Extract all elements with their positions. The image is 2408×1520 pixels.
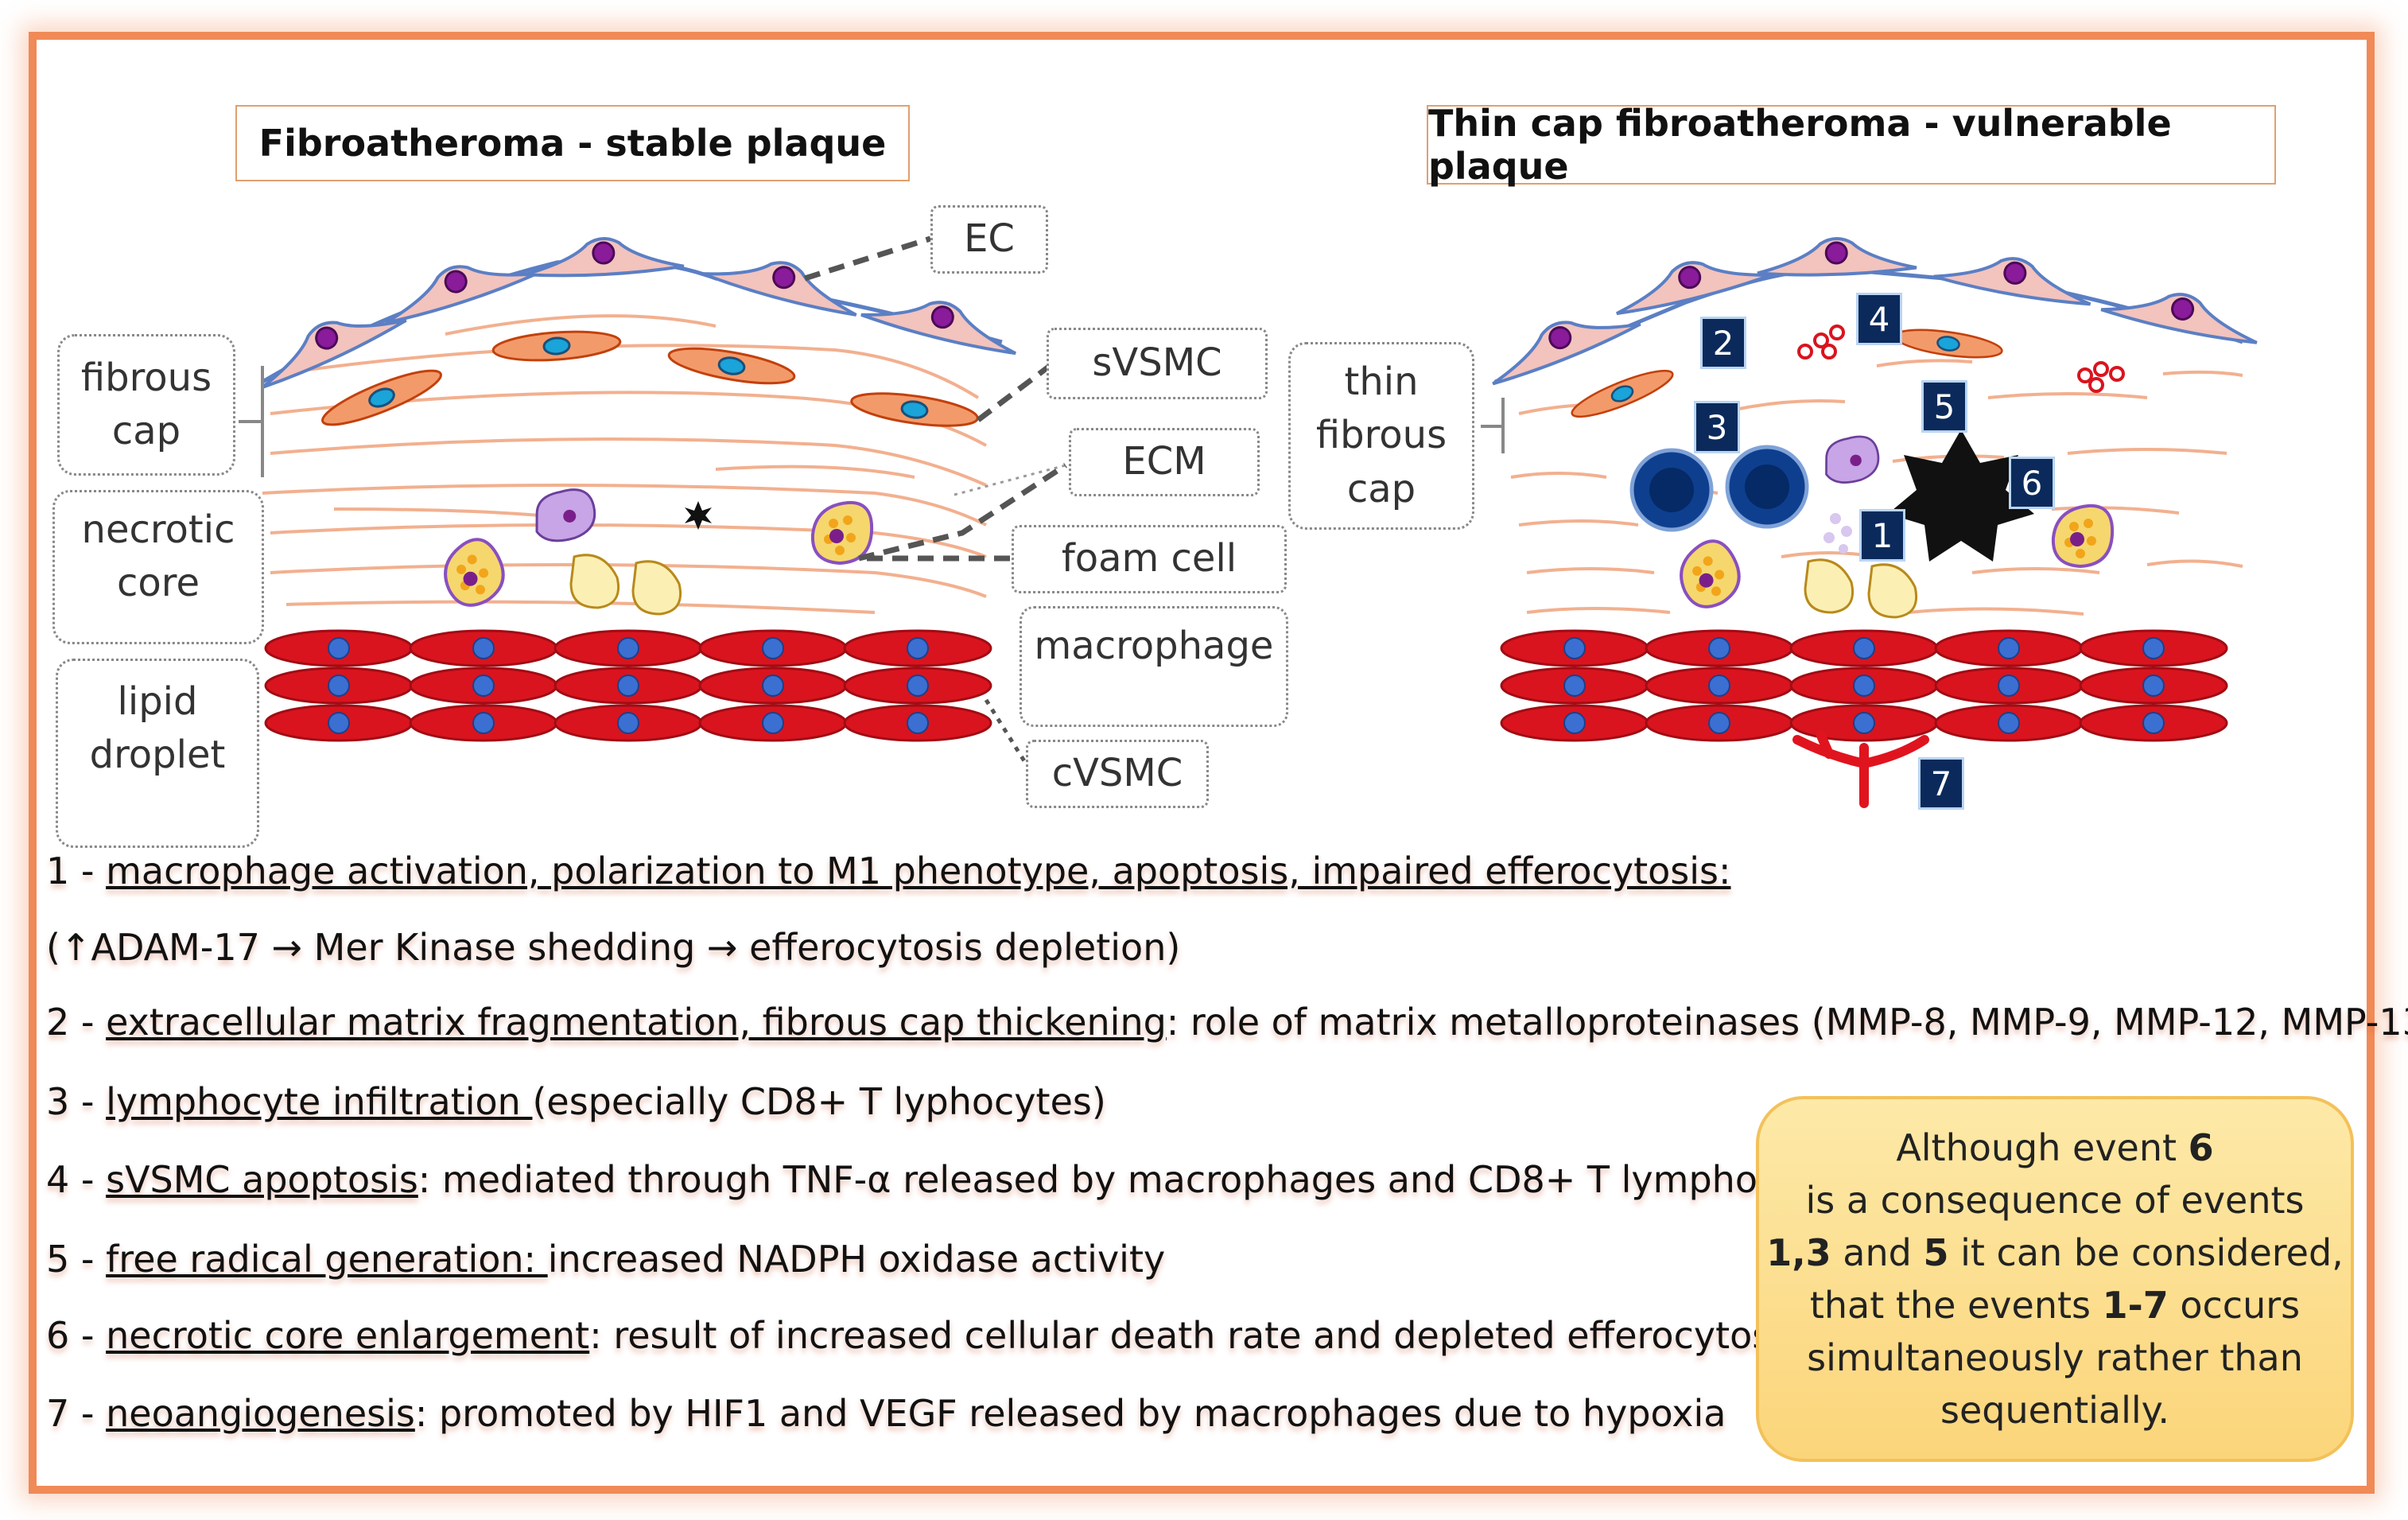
note-box: Although event 6 is a consequence of eve… [1756, 1096, 2354, 1462]
apoptotic-bodies [1797, 325, 2125, 393]
ecm-label: ECM [1069, 428, 1260, 496]
event-badge-3: 3 [1694, 401, 1740, 453]
note-line-6: sequentially. [1940, 1389, 2169, 1432]
vulnerable-plaque-illustration [1479, 236, 2266, 808]
media-cvsmc-left [264, 629, 992, 742]
stable-plaque-illustration [130, 235, 1174, 838]
foam-cell-label: foam cell [1012, 525, 1287, 593]
lipid-droplet-label: lipid droplet [56, 659, 259, 848]
macrophage-label: macrophage [1020, 606, 1288, 727]
ecm-fibres [262, 314, 987, 614]
media-cvsmc-right [1500, 629, 2228, 742]
event-badge-4: 4 [1856, 293, 1902, 345]
event-badge-1: 1 [1859, 509, 1905, 562]
vulnerable-plaque-title: Thin cap fibroatheroma - vulnerable plaq… [1427, 102, 2276, 188]
thin-fibrous-cap-label: thin fibrous cap [1288, 342, 1474, 530]
legend-line-7: 7 - neoangiogenesis: promoted by HIF1 an… [46, 1392, 1726, 1435]
note-line-4: that the events 1-7 occurs [1809, 1284, 2301, 1327]
legend-line-3: 3 - lymphocyte infiltration (especially … [46, 1080, 1106, 1123]
fibrous-cap-label: fibrous cap [57, 334, 235, 476]
stable-plaque-title: Fibroatheroma - stable plaque [235, 105, 910, 181]
legend-line-1b: (↑ADAM-17 → Mer Kinase shedding → effero… [46, 926, 1181, 969]
note-line-5: simultaneously rather than [1807, 1336, 2303, 1379]
necrotic-core-star [1888, 430, 2034, 562]
event-badge-6: 6 [2009, 457, 2055, 509]
event-badge-5: 5 [1921, 380, 1967, 433]
event-badge-2: 2 [1700, 317, 1746, 369]
note-line-3: 1,3 and 5 it can be considered, [1766, 1231, 2344, 1274]
note-line-2: is a consequence of events [1805, 1179, 2305, 1222]
ec-label: EC [930, 205, 1048, 274]
legend-line-6: 6 - necrotic core enlargement: result of… [46, 1314, 1800, 1357]
cvsmc-label: cVSMC [1026, 740, 1209, 808]
svsmc-label: sVSMC [1047, 328, 1268, 399]
legend-line-4: 4 - sVSMC apoptosis: mediated through TN… [46, 1158, 1855, 1201]
necrotic-core-label: necrotic core [52, 490, 264, 644]
ecm-fragmented-fibres [1510, 359, 2243, 616]
ros-particles [1823, 513, 1852, 554]
note-line-1: Although event 6 [1896, 1126, 2214, 1169]
legend-line-2: 2 - extracellular matrix fragmentation, … [46, 1001, 2408, 1044]
event-badge-7: 7 [1918, 757, 1964, 810]
legend-line-5: 5 - free radical generation: increased N… [46, 1238, 1166, 1281]
outer-frame [29, 32, 2375, 1494]
legend-line-1: 1 - macrophage activation, polarization … [46, 849, 1731, 892]
neovessels [1792, 731, 1929, 808]
leader-lines [803, 235, 1052, 562]
